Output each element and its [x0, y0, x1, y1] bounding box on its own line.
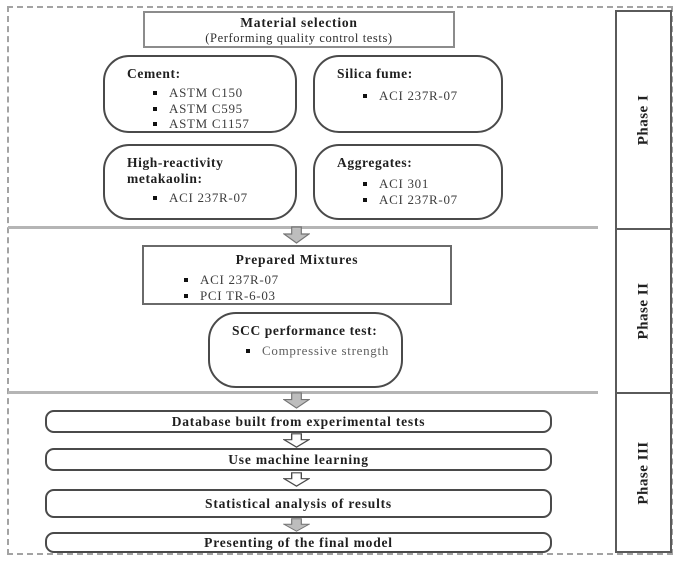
square-bullet-icon: [184, 293, 188, 298]
square-bullet-icon: [153, 106, 157, 111]
phase-1-segment: Phase I: [617, 12, 670, 230]
prepared-mixtures-box: Prepared Mixtures ACI 237R-07 PCI TR-6-0…: [142, 245, 452, 305]
step-final-model-box: Presenting of the final model: [45, 532, 552, 553]
square-bullet-icon: [184, 278, 188, 282]
metakaolin-title: High-reactivity metakaolin:: [127, 155, 224, 186]
step-statistical-analysis-box: Statistical analysis of results: [45, 489, 552, 518]
list-item-text: Compressive strength: [262, 343, 390, 358]
square-bullet-icon: [153, 196, 157, 200]
list-item: ACI 237R-07: [363, 88, 501, 104]
scc-test-title: SCC performance test:: [232, 323, 378, 338]
list-item-text: ACI 237R-07: [200, 272, 279, 287]
step-database-box: Database built from experimental tests: [45, 410, 552, 433]
list-item: ASTM C150: [153, 85, 295, 101]
phase1-2-divider-line: [8, 226, 598, 229]
step-label: Use machine learning: [228, 451, 369, 467]
list-item-text: ACI 237R-07: [169, 190, 248, 205]
silica-fume-standards-list: ACI 237R-07: [315, 88, 501, 104]
cement-standards-list: ASTM C150 ASTM C595 ASTM C1157: [105, 85, 295, 132]
silica-fume-title: Silica fume:: [337, 66, 413, 81]
aggregates-standards-list: ACI 301 ACI 237R-07: [315, 176, 501, 207]
phase2-3-divider-line: [8, 391, 598, 394]
square-bullet-icon: [363, 182, 367, 186]
phase-3-label: Phase III: [635, 440, 651, 505]
aggregates-box: Aggregates: ACI 301 ACI 237R-07: [313, 144, 503, 220]
list-item-text: ACI 301: [379, 176, 430, 191]
list-item-text: ASTM C150: [169, 85, 243, 100]
list-item: ASTM C1157: [153, 116, 295, 132]
prepared-mixtures-title: Prepared Mixtures: [235, 252, 359, 267]
scc-test-list: Compressive strength: [210, 343, 401, 359]
silica-fume-box: Silica fume: ACI 237R-07: [313, 55, 503, 133]
down-arrow-outline-icon: [283, 472, 310, 487]
material-selection-subtitle: (Performing quality control tests): [205, 31, 393, 45]
square-bullet-icon: [153, 91, 157, 95]
list-item: ACI 237R-07: [153, 190, 295, 206]
step-label: Statistical analysis of results: [205, 495, 392, 511]
list-item-text: ASTM C1157: [169, 116, 250, 131]
list-item-text: PCI TR-6-03: [200, 287, 276, 303]
step-machine-learning-box: Use machine learning: [45, 448, 552, 471]
list-item: ASTM C595: [153, 101, 295, 117]
square-bullet-icon: [363, 197, 367, 202]
list-item-text: ACI 237R-07: [379, 88, 458, 103]
material-selection-title: Material selection: [240, 15, 358, 30]
list-item: ACI 301: [363, 176, 501, 192]
list-item: Compressive strength: [246, 343, 401, 359]
square-bullet-icon: [153, 122, 157, 126]
phase-strip: Phase I Phase II Phase III: [615, 10, 672, 553]
step-label: Presenting of the final model: [204, 534, 393, 550]
step-label: Database built from experimental tests: [171, 413, 426, 429]
cement-title: Cement:: [127, 66, 181, 81]
material-selection-box: Material selection (Performing quality c…: [143, 11, 455, 48]
phase-1-label: Phase I: [635, 94, 651, 146]
metakaolin-box: High-reactivity metakaolin: ACI 237R-07: [103, 144, 297, 220]
scc-performance-test-box: SCC performance test: Compressive streng…: [208, 312, 403, 388]
prepared-mixtures-list: ACI 237R-07 PCI TR-6-03: [144, 272, 450, 303]
aggregates-title: Aggregates:: [337, 155, 413, 170]
down-arrow-outline-icon: [283, 433, 310, 448]
phase-2-segment: Phase II: [617, 230, 670, 394]
phase-3-segment: Phase III: [617, 394, 670, 551]
list-item-text: ACI 237R-07: [379, 191, 458, 207]
down-arrow-icon: [283, 392, 310, 409]
phase-2-label: Phase II: [635, 282, 651, 340]
down-arrow-icon: [283, 518, 310, 532]
list-item: PCI TR-6-03: [184, 288, 450, 304]
metakaolin-standards-list: ACI 237R-07: [105, 190, 295, 206]
list-item: ACI 237R-07: [363, 192, 501, 208]
outer-dashed-frame: [7, 6, 673, 555]
cement-box: Cement: ASTM C150 ASTM C595 ASTM C1157: [103, 55, 297, 133]
list-item-text: ASTM C595: [169, 100, 243, 116]
square-bullet-icon: [246, 349, 250, 353]
down-arrow-icon: [283, 226, 310, 244]
list-item: ACI 237R-07: [184, 272, 450, 288]
square-bullet-icon: [363, 94, 367, 98]
